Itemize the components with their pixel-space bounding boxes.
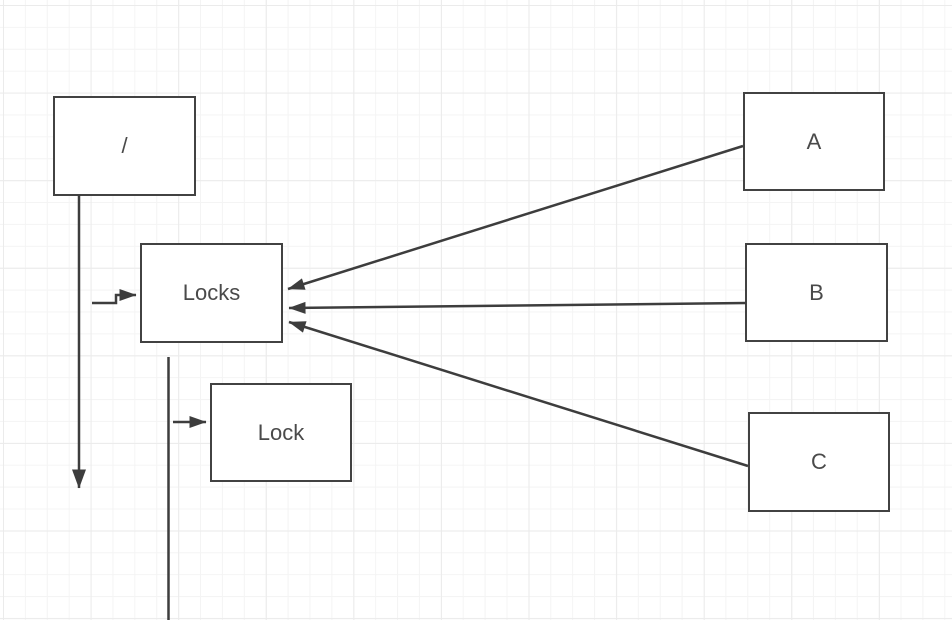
edge-b-to-locks[interactable] xyxy=(288,301,747,314)
shape-locks-label: Locks xyxy=(182,280,241,305)
shape-locks[interactable]: Locks xyxy=(140,243,283,343)
shape-a-label: A xyxy=(806,128,822,154)
edge-stub-into-locks[interactable] xyxy=(92,289,137,305)
shape-lock[interactable]: Lock xyxy=(210,383,352,482)
shape-c-label: C xyxy=(811,449,827,474)
shape-b-label: B xyxy=(809,279,824,305)
shape-b[interactable]: B xyxy=(745,243,888,342)
shape-lock-label: Lock xyxy=(257,419,305,445)
shape-a[interactable]: A xyxy=(743,92,885,191)
edge-a-to-locks[interactable] xyxy=(287,144,744,291)
shape-c[interactable]: C xyxy=(748,412,890,512)
edge-c-to-locks[interactable] xyxy=(288,320,749,468)
shape-root[interactable]: / xyxy=(53,96,196,196)
shape-root-label: / xyxy=(121,133,128,158)
